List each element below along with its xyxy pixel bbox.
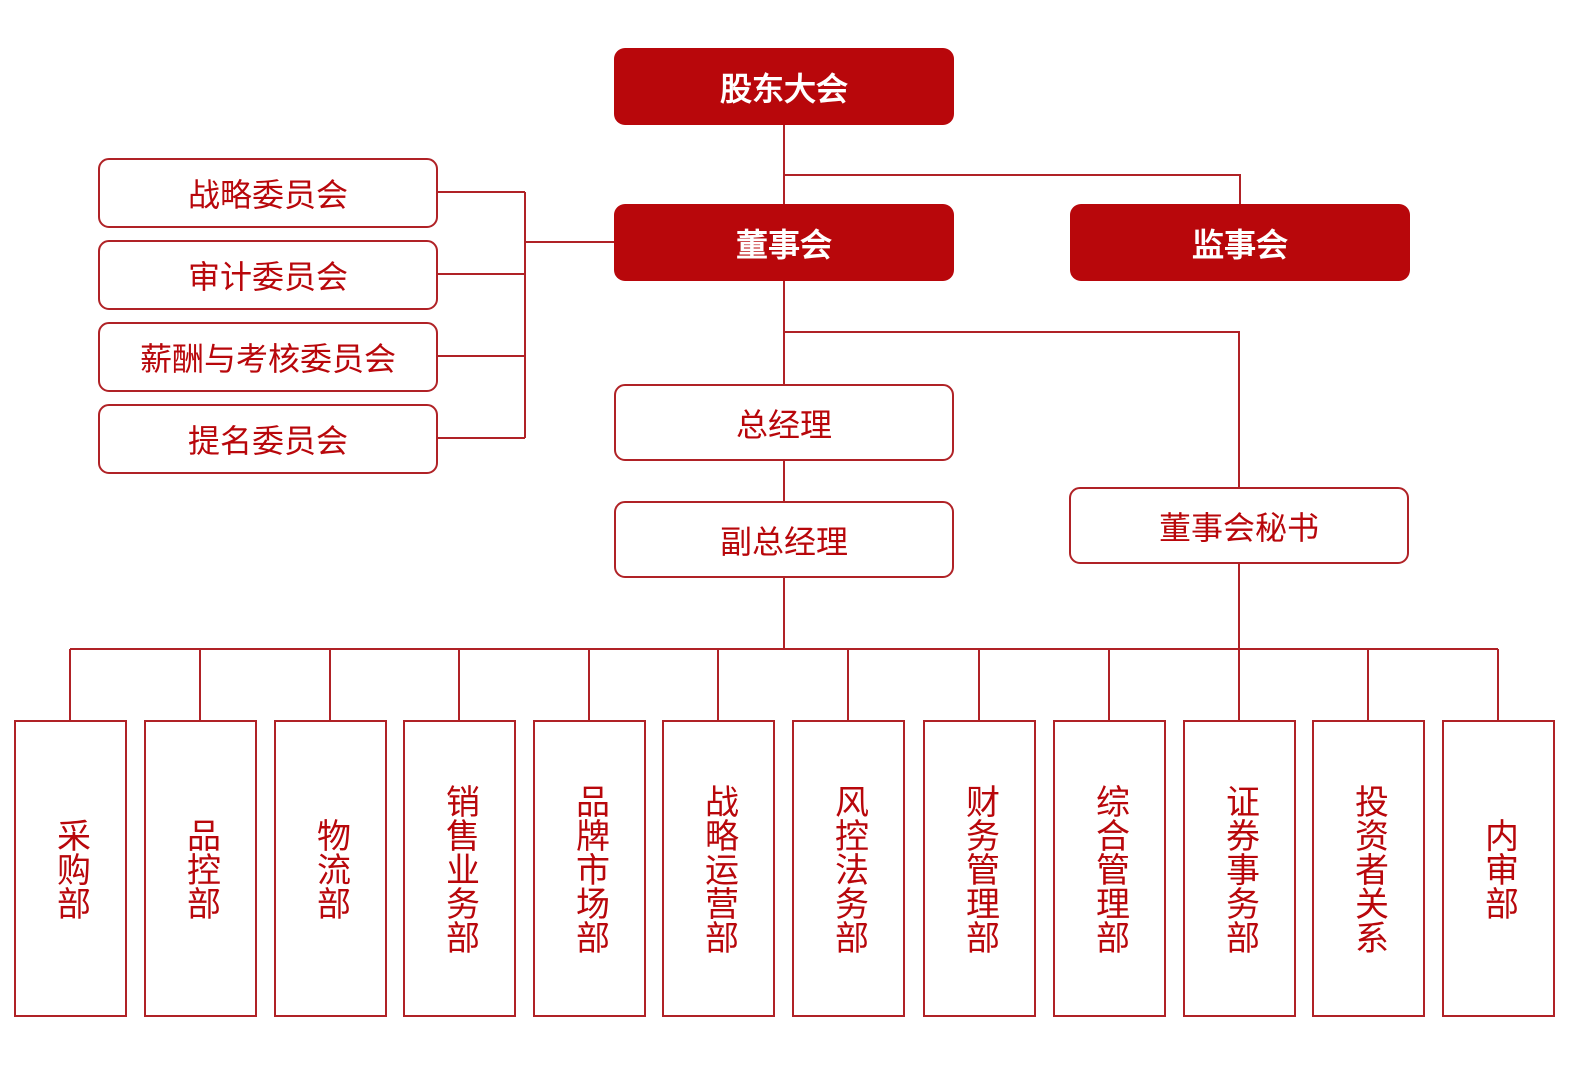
department-box-finance: 财务管理部 [923, 720, 1036, 1017]
department-label: 销售业务部 [439, 783, 480, 954]
department-label: 综合管理部 [1089, 783, 1130, 954]
committee-audit-box: 审计委员会 [98, 240, 438, 310]
department-label: 品牌市场部 [569, 783, 610, 954]
deputy-general-manager-box: 副总经理 [614, 501, 954, 578]
committee-compensation-box: 薪酬与考核委员会 [98, 322, 438, 392]
department-label: 物流部 [310, 817, 351, 920]
department-label: 采购部 [50, 817, 91, 920]
department-box-strategy: 战略运营部 [662, 720, 775, 1017]
general-manager-label: 总经理 [735, 405, 832, 444]
department-label: 财务管理部 [959, 783, 1000, 954]
supervisors-label: 监事会 [1191, 225, 1288, 264]
department-box-internal-audit: 内审部 [1442, 720, 1555, 1017]
department-label: 内审部 [1478, 817, 1519, 920]
department-box-procurement: 采购部 [14, 720, 127, 1017]
board-label: 董事会 [735, 225, 832, 264]
department-label: 投资者关系 [1348, 783, 1389, 954]
board-secretary-box: 董事会秘书 [1069, 487, 1409, 564]
department-label: 证券事务部 [1219, 783, 1260, 954]
committee-nomination-box: 提名委员会 [98, 404, 438, 474]
line-board-secretary [784, 331, 1240, 488]
committee-label: 审计委员会 [187, 258, 348, 296]
department-label: 风控法务部 [828, 783, 869, 954]
supervisors-box: 监事会 [1070, 204, 1410, 281]
board-box: 董事会 [614, 204, 954, 281]
committee-label: 战略委员会 [187, 176, 348, 214]
shareholders-meeting-box: 股东大会 [614, 48, 954, 125]
committee-label: 提名委员会 [187, 422, 348, 460]
deputy-general-manager-label: 副总经理 [719, 522, 848, 561]
department-box-risk-legal: 风控法务部 [792, 720, 905, 1017]
general-manager-box: 总经理 [614, 384, 954, 461]
department-box-securities: 证券事务部 [1183, 720, 1296, 1017]
department-box-quality: 品控部 [144, 720, 257, 1017]
department-box-brand: 品牌市场部 [533, 720, 646, 1017]
committee-label: 薪酬与考核委员会 [139, 340, 396, 378]
department-box-sales: 销售业务部 [403, 720, 516, 1017]
shareholders-meeting-label: 股东大会 [719, 69, 848, 108]
department-box-investor-relations: 投资者关系 [1312, 720, 1425, 1017]
department-box-logistics: 物流部 [274, 720, 387, 1017]
department-label: 品控部 [180, 817, 221, 920]
line-department-drops [69, 649, 1499, 720]
department-label: 战略运营部 [698, 783, 739, 954]
committee-strategy-box: 战略委员会 [98, 158, 438, 228]
department-box-general-admin: 综合管理部 [1053, 720, 1166, 1017]
line-committees-bracket [438, 191, 615, 439]
board-secretary-label: 董事会秘书 [1158, 508, 1319, 547]
line-shareholders-supervisors [784, 174, 1241, 204]
